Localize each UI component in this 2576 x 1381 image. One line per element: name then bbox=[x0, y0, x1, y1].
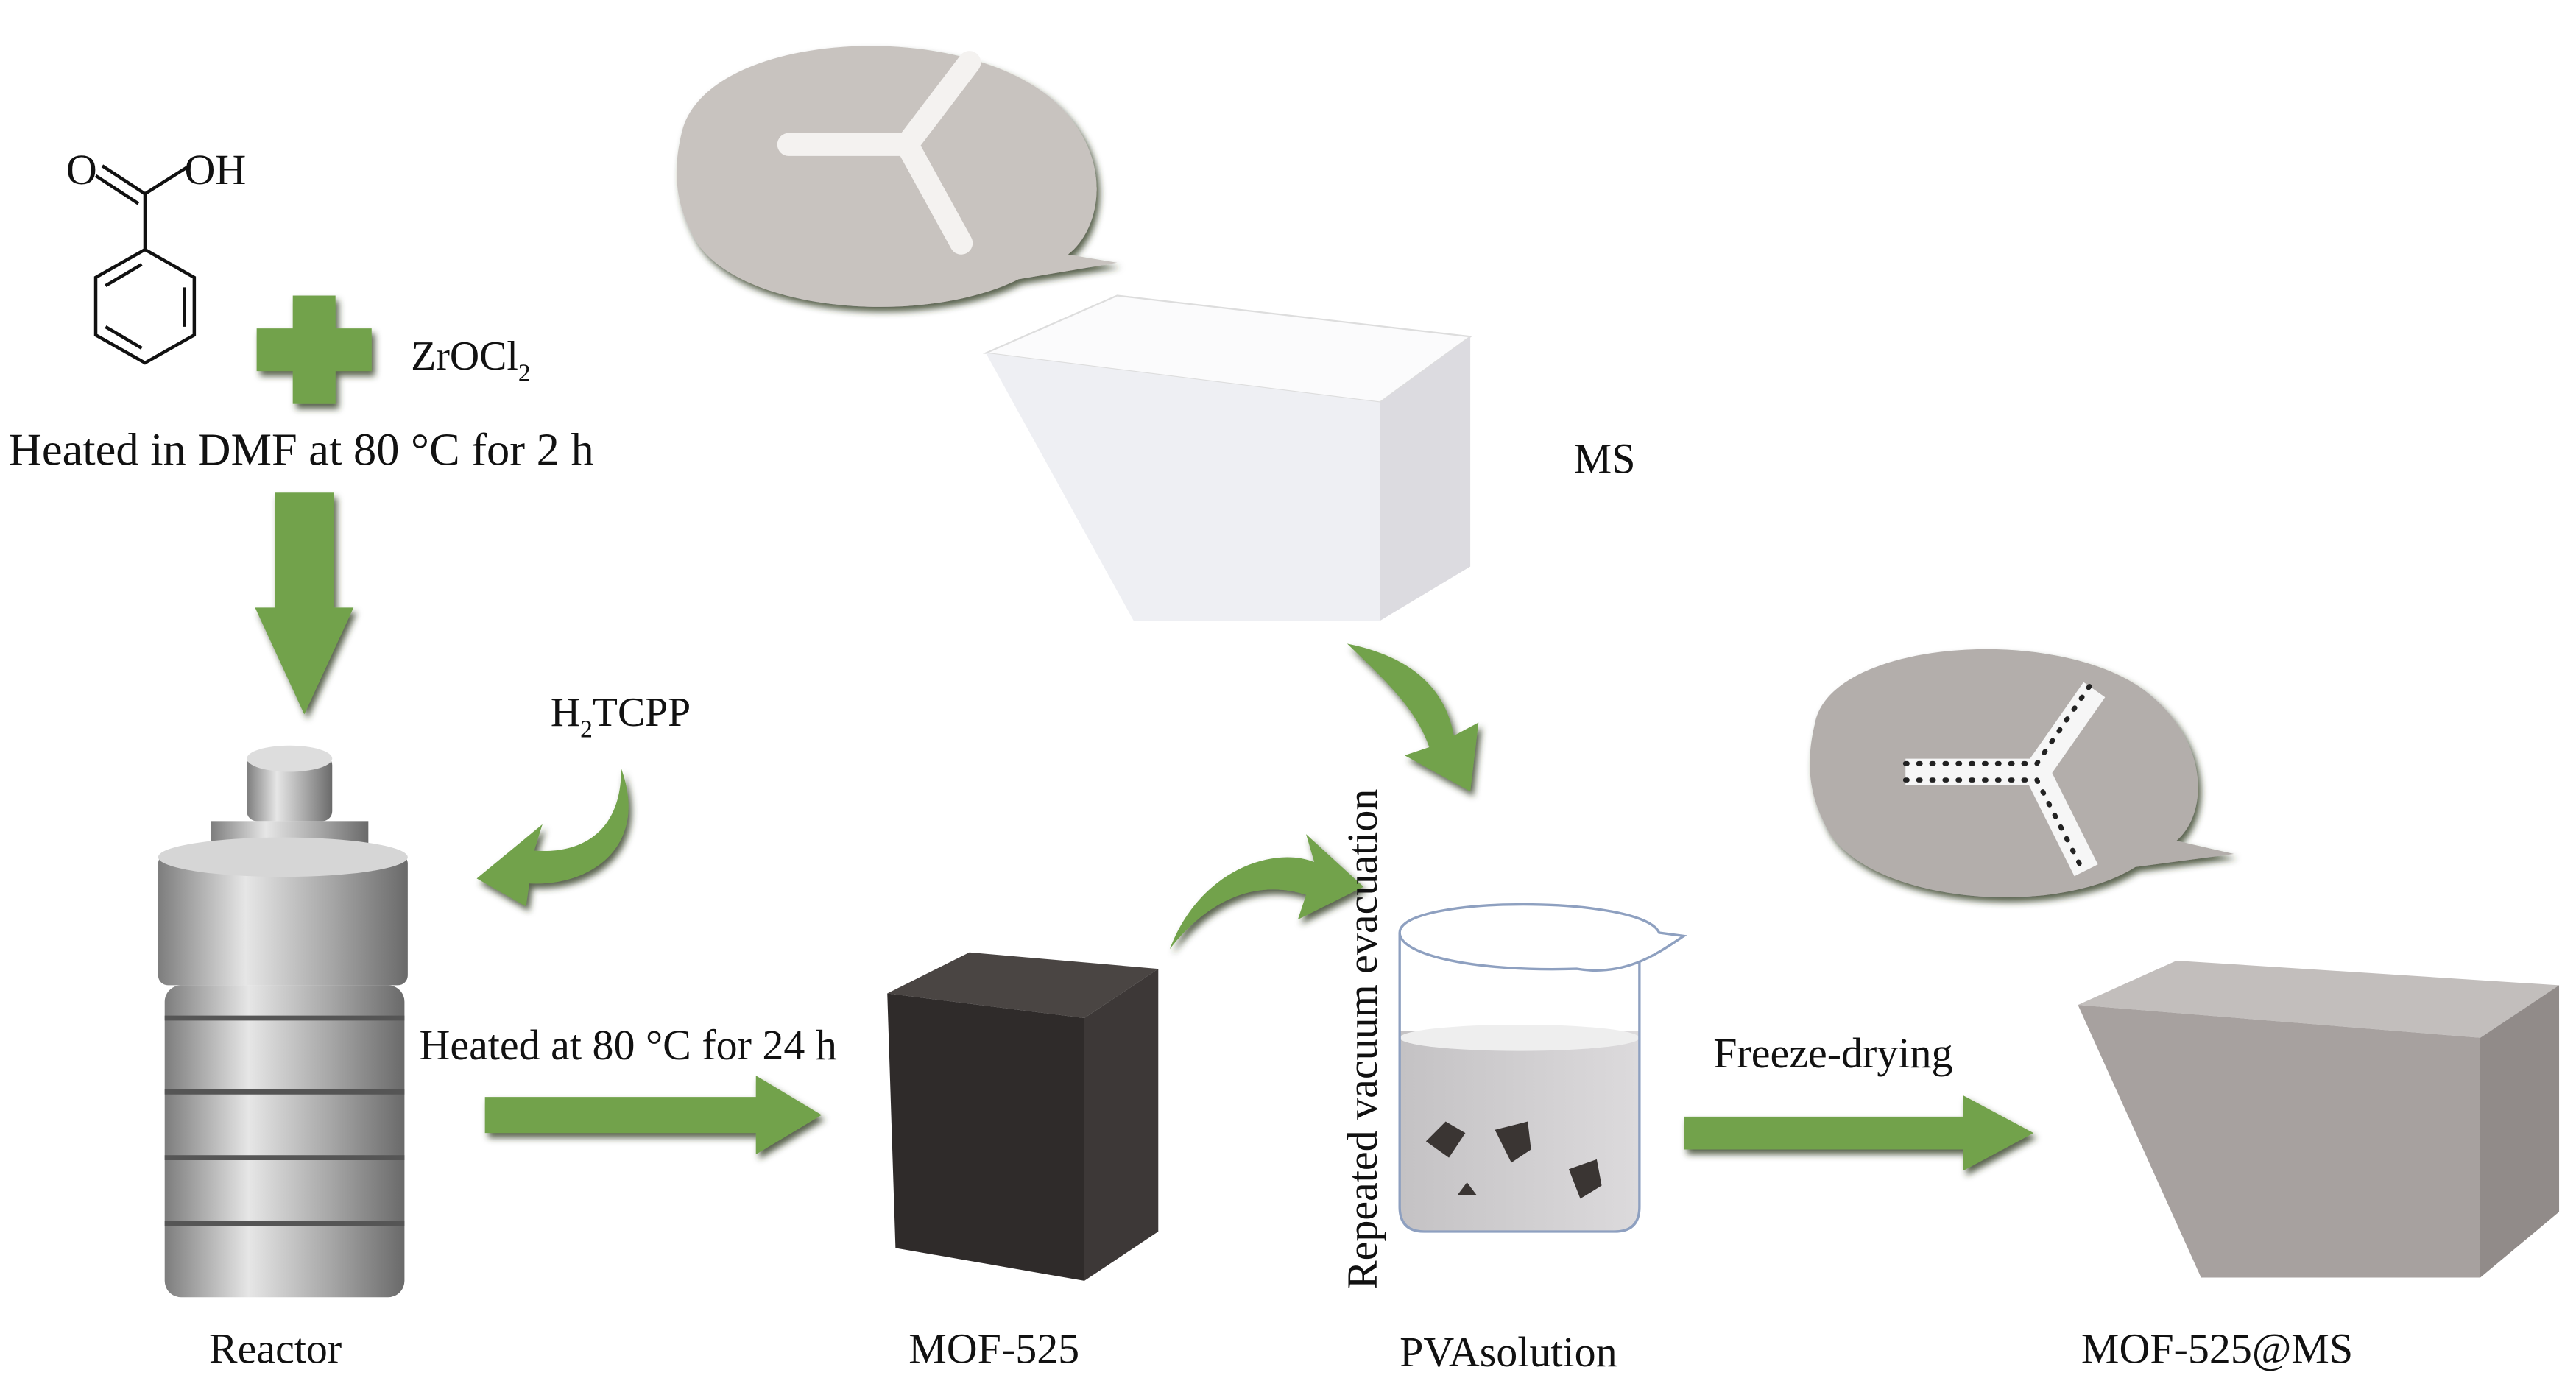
plus-icon bbox=[256, 295, 372, 404]
beaker-illustration bbox=[1398, 903, 1687, 1233]
ms-block bbox=[982, 294, 1473, 621]
right-arrow-icon bbox=[1684, 1095, 2034, 1171]
right-arrow-icon bbox=[484, 1076, 822, 1155]
zrocl2-label: ZrOCl2 bbox=[411, 333, 530, 387]
h2tcpp-label: H2TCPP bbox=[551, 690, 691, 744]
step1-label: Heated in DMF at 80 °C for 2 h bbox=[9, 423, 594, 475]
composite-block bbox=[2078, 960, 2560, 1278]
hydroxyl-label: OH bbox=[184, 146, 246, 194]
ms-label: MS bbox=[1574, 434, 1636, 482]
curved-arrow-icon bbox=[476, 768, 629, 907]
step2-label: Heated at 80 °C for 24 h bbox=[419, 1021, 836, 1069]
step4-label: Freeze-drying bbox=[1713, 1029, 1952, 1077]
composite-pore-bubble bbox=[1810, 649, 2234, 897]
curved-arrow-icon bbox=[1169, 834, 1364, 950]
down-arrow-icon bbox=[255, 492, 354, 715]
ms-pore-bubble bbox=[677, 46, 1118, 307]
reactor-illustration bbox=[158, 745, 408, 1298]
reactor-label: Reactor bbox=[209, 1324, 342, 1372]
benzoic-acid-structure bbox=[93, 164, 197, 365]
curved-arrow-icon bbox=[1347, 643, 1479, 792]
mof-label: MOF-525 bbox=[908, 1324, 1079, 1372]
mof-cube bbox=[887, 952, 1159, 1281]
step3-label: Repeated vacuum evacuation bbox=[1338, 789, 1386, 1289]
pva-label: PVAsolution bbox=[1400, 1328, 1617, 1376]
composite-label: MOF-525@MS bbox=[2081, 1324, 2353, 1372]
carbonyl-oxygen-label: O bbox=[66, 146, 97, 194]
